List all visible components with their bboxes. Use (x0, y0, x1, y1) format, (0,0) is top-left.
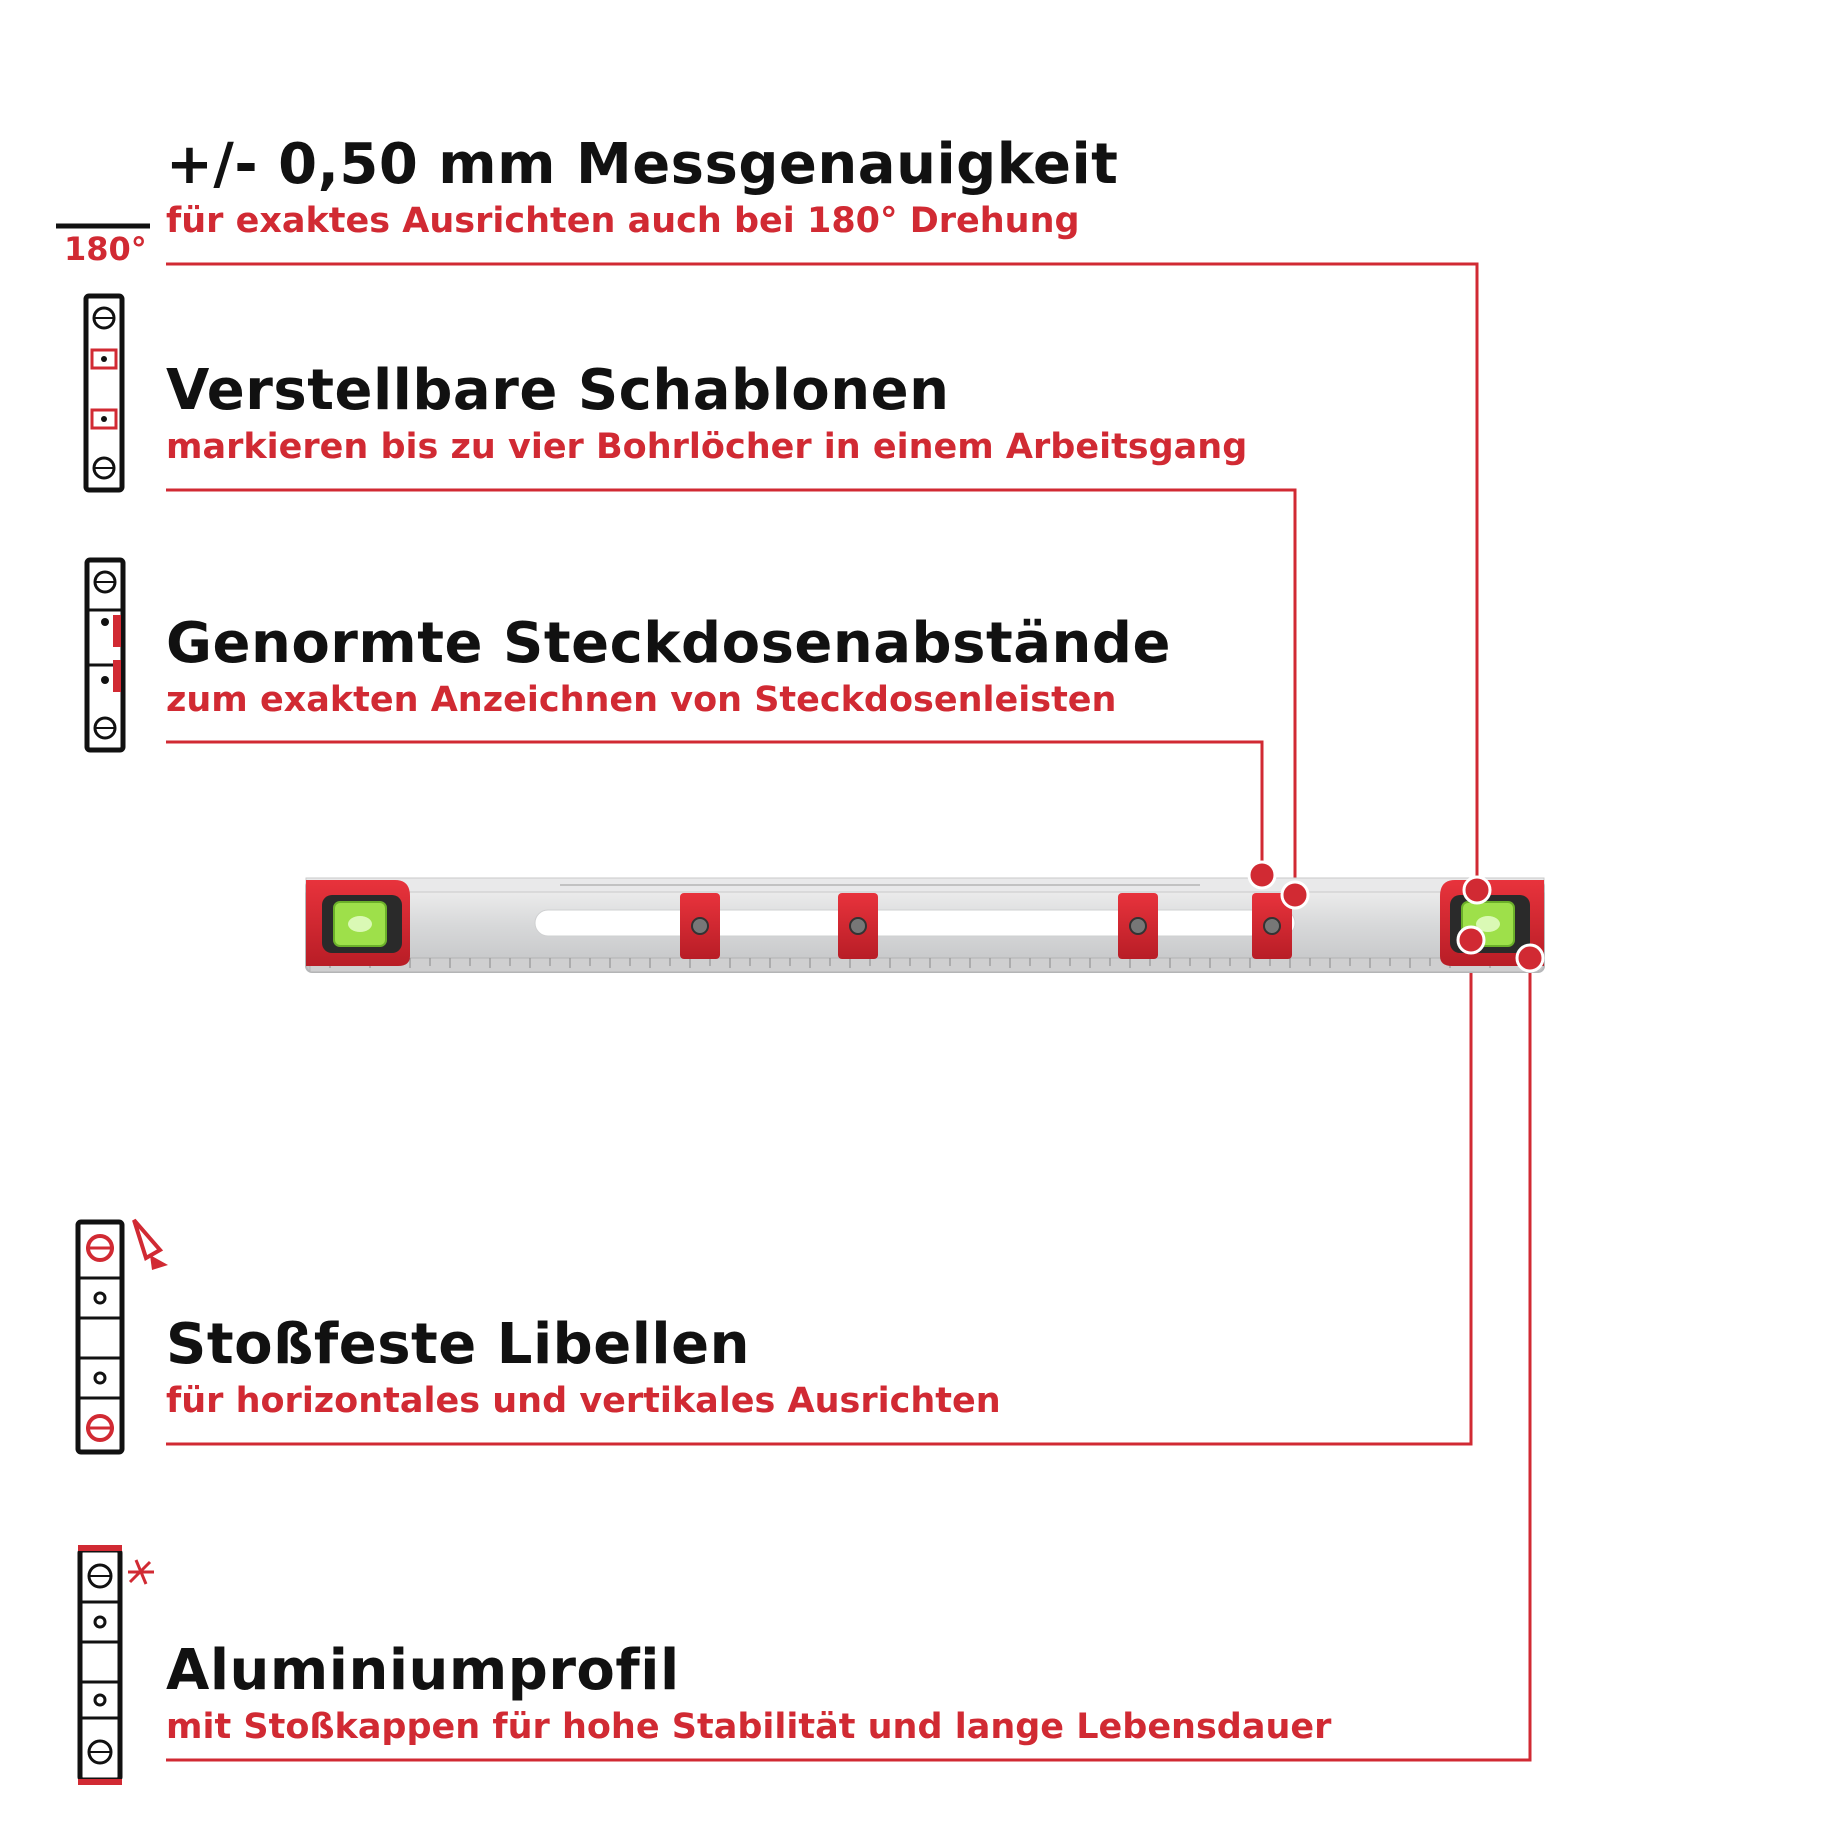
template-slider-2 (838, 893, 878, 959)
dot-aluminium (1515, 943, 1545, 973)
dot-socket (1247, 860, 1277, 890)
dot-accuracy (1462, 875, 1492, 905)
feature-title: Stoßfeste Libellen (166, 1312, 750, 1377)
rotation-180-label: 180° (64, 230, 147, 268)
feature-subtitle: mit Stoßkappen für hohe Stabilität und l… (166, 1707, 1332, 1747)
grip-slot (534, 909, 1296, 937)
connector-templates (166, 488, 1297, 895)
connector-vials (166, 940, 1473, 1446)
spirit-level (305, 877, 1545, 973)
shockproof-vial-level-icon (75, 1218, 168, 1455)
feature-subtitle: für exaktes Ausrichten auch bei 180° Dre… (166, 201, 1080, 241)
feature-aluminium: Aluminiumprofil mit Stoßkappen für hohe … (166, 1638, 1331, 1747)
template-slider-1 (680, 893, 720, 959)
feature-title: Aluminiumprofil (166, 1638, 680, 1703)
connector-accuracy (166, 262, 1479, 890)
feature-title: +/- 0,50 mm Messgenauigkeit (166, 132, 1119, 197)
feature-subtitle: für horizontales und vertikales Ausricht… (166, 1381, 1001, 1421)
connector-socket (166, 740, 1264, 875)
template-slider-3 (1118, 893, 1158, 959)
template-slider-4 (1252, 893, 1292, 959)
dot-vials (1456, 925, 1486, 955)
connector-lines (166, 262, 1532, 1762)
connector-dots (1247, 860, 1545, 973)
feature-vials: Stoßfeste Libellen für horizontales und … (166, 1312, 1001, 1421)
feature-title: Genormte Steckdosenabstände (166, 611, 1171, 676)
level-ruler (309, 957, 1539, 973)
feature-title: Verstellbare Schablonen (166, 358, 950, 423)
aluminium-profile-level-icon (77, 1545, 154, 1785)
left-end-cap (306, 880, 410, 966)
feature-templates: Verstellbare Schablonen markieren bis zu… (166, 358, 1247, 467)
adjustable-template-level-icon (83, 293, 125, 493)
feature-subtitle: markieren bis zu vier Bohrlöcher in eine… (166, 427, 1248, 467)
feature-subtitle: zum exakten Anzeichnen von Steckdosenlei… (166, 680, 1117, 720)
feature-socket: Genormte Steckdosenabstände zum exakten … (166, 611, 1171, 720)
dot-templates (1280, 880, 1310, 910)
feature-accuracy: +/- 0,50 mm Messgenauigkeit für exaktes … (166, 132, 1118, 241)
connector-aluminium (166, 958, 1532, 1762)
socket-spacing-level-icon (84, 557, 126, 753)
